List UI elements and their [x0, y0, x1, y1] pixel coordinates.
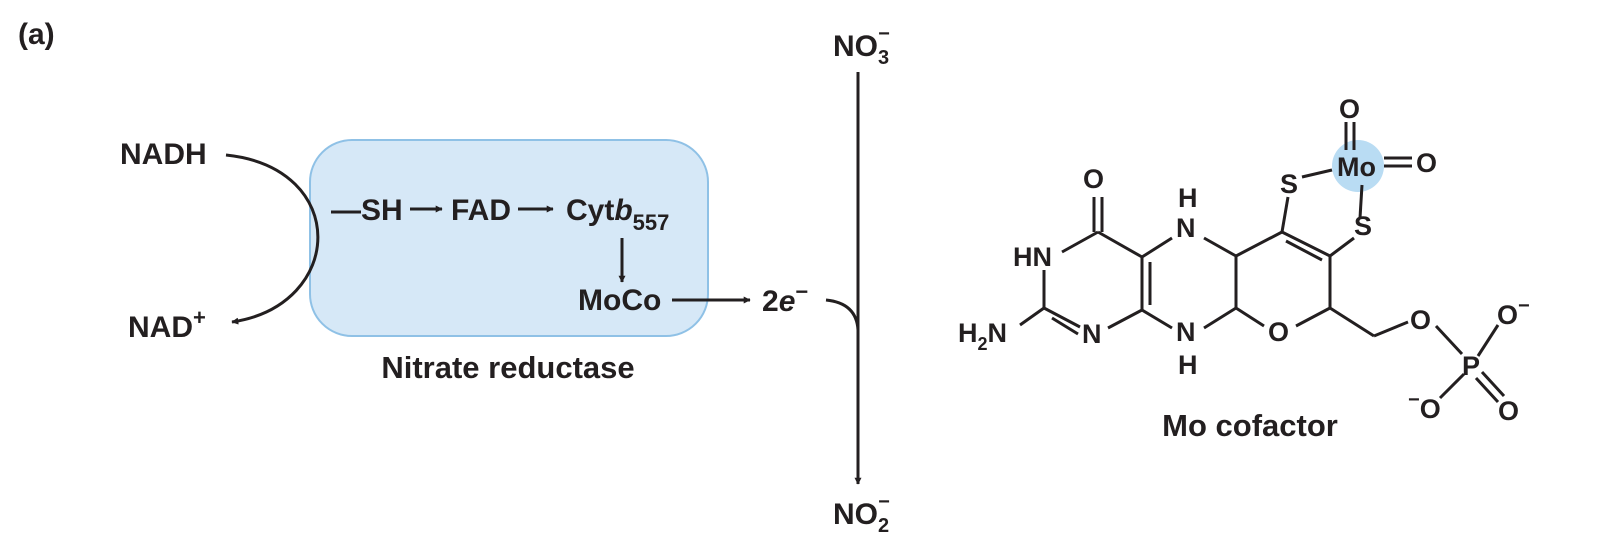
- moco-label: MoCo: [578, 284, 661, 317]
- atom-o-left-minus: −O: [1408, 389, 1441, 424]
- atom-s2: S: [1354, 211, 1372, 241]
- atom-mo: Mo: [1337, 152, 1376, 182]
- cofactor-caption: Mo cofactor: [1162, 408, 1338, 443]
- electrons-label: 2e−: [762, 279, 808, 318]
- nitrate-label: NO3−: [833, 23, 890, 69]
- atom-h2n: H2N: [958, 318, 1007, 354]
- atom-o-carbonyl: O: [1083, 164, 1104, 194]
- fad-label: FAD: [451, 194, 511, 227]
- mo-highlight: [1332, 140, 1384, 192]
- nitrate-reductase-box: [309, 139, 709, 337]
- atom-o-link: O: [1410, 305, 1431, 335]
- nadh-to-nad-arrow: [225, 153, 320, 325]
- nad-plus-label: NAD+: [128, 305, 206, 344]
- sh-label: —SH: [331, 194, 403, 227]
- atom-mo-o-top: O: [1339, 94, 1360, 124]
- atom-hn: HN: [1013, 242, 1052, 272]
- atom-p: P: [1462, 351, 1480, 381]
- atom-h-top: H: [1178, 183, 1198, 213]
- atom-o-bottom-right: O: [1498, 396, 1519, 426]
- electron-entry-curve: [825, 298, 860, 331]
- panel-label: (a): [18, 18, 55, 51]
- atom-o-right-minus: O−: [1497, 295, 1530, 330]
- atom-s1: S: [1280, 169, 1298, 199]
- enzyme-caption: Nitrate reductase: [381, 350, 634, 385]
- mo-cofactor-structure: O HN H2N N H N N H O S S Mo O O O P O− −…: [958, 94, 1530, 426]
- atom-n-bottom: N: [1176, 317, 1196, 347]
- atom-h-bottom: H: [1178, 350, 1198, 380]
- nadh-label: NADH: [120, 138, 207, 171]
- atom-mo-o-right: O: [1416, 148, 1437, 178]
- cytb557-label: Cytb557: [566, 194, 669, 235]
- atom-o-ring: O: [1268, 317, 1289, 347]
- atom-n-top: N: [1176, 213, 1196, 243]
- nitrite-label: NO2−: [833, 491, 890, 537]
- atom-n-ring: N: [1082, 319, 1102, 349]
